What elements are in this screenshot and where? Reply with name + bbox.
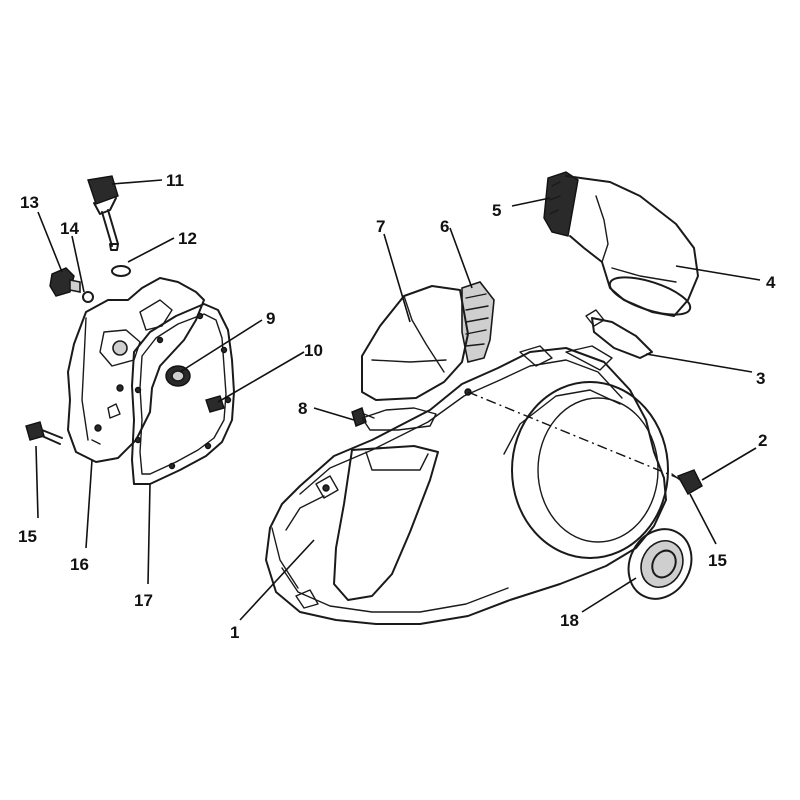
intake-duct-part [565, 175, 699, 317]
callout-12: 12 [178, 229, 197, 248]
centre-line [467, 391, 679, 479]
plug-bolt-part [49, 267, 81, 297]
hose-clamp-part [585, 309, 653, 359]
leader-lines [35, 179, 761, 621]
callout-9: 9 [266, 309, 275, 328]
callout-2: 2 [758, 431, 767, 450]
callout-14: 14 [60, 219, 79, 238]
callout-13: 13 [20, 193, 39, 212]
washer-part [82, 291, 94, 303]
callout-7: 7 [376, 217, 385, 236]
callout-4: 4 [766, 273, 776, 292]
callout-8: 8 [298, 399, 307, 418]
callout-15-right: 15 [708, 551, 727, 570]
o-ring-part [111, 265, 131, 277]
dipstick-part [87, 175, 119, 251]
dowel-pin-part [205, 395, 225, 413]
callout-6: 6 [440, 217, 449, 236]
callout-10: 10 [304, 341, 323, 360]
bolt-right-part [671, 469, 703, 495]
callout-16: 16 [70, 555, 89, 574]
clamp-band-part [543, 171, 579, 237]
oil-seal-part [165, 365, 191, 387]
gasket-part [131, 303, 235, 485]
callout-3: 3 [756, 369, 765, 388]
crankcase-cover-part [67, 277, 205, 463]
callout-11: 11 [166, 171, 184, 190]
callout-5: 5 [492, 201, 501, 220]
callout-1: 1 [230, 623, 239, 642]
bolt-left-part [25, 421, 63, 445]
seal-ring-part [627, 528, 693, 600]
callout-17: 17 [134, 591, 153, 610]
transmission-cover-part [265, 345, 669, 625]
intake-elbow-part [361, 285, 469, 401]
callout-15-left: 15 [18, 527, 37, 546]
callout-18: 18 [560, 611, 579, 630]
filter-element-part [461, 281, 495, 363]
